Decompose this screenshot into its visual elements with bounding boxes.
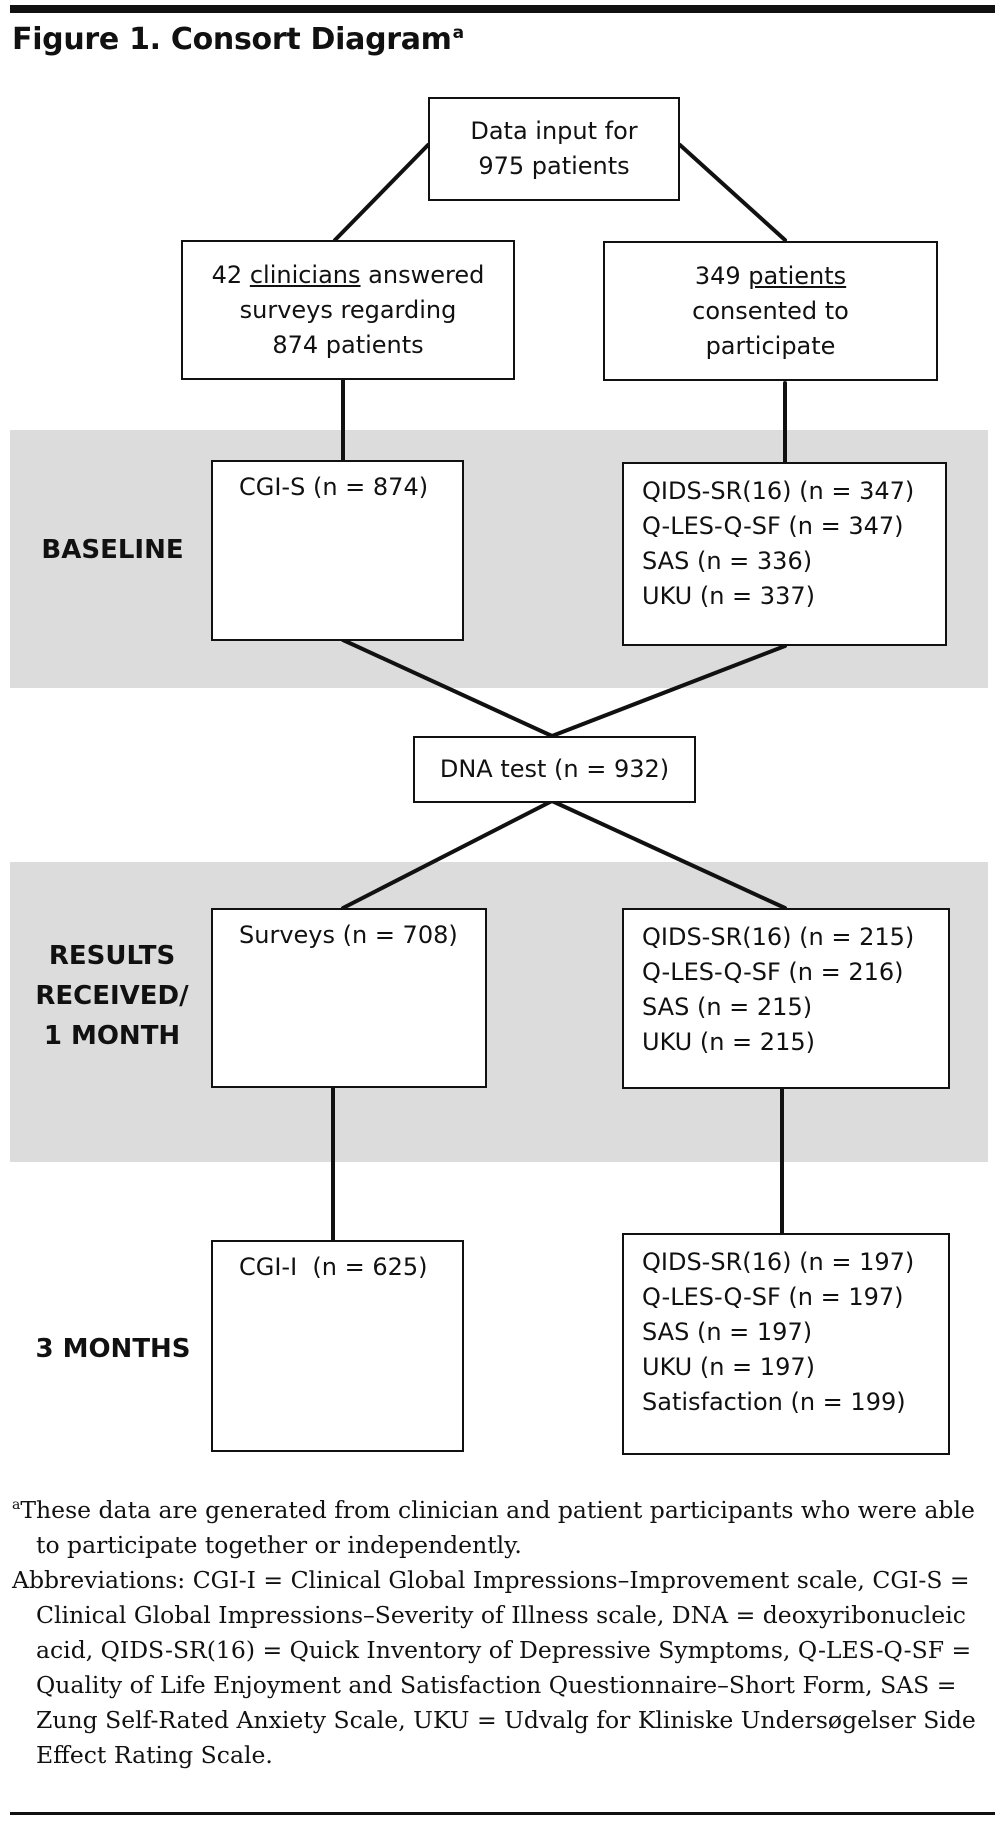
figure-title: Figure 1. Consort Diagrama [12, 22, 464, 57]
stage-label-3-months: 3 MONTHS [35, 1334, 191, 1364]
footnote-a-text: These data are generated from clinician … [20, 1495, 975, 1559]
surveys-box: Surveys (n = 708) [211, 908, 487, 1088]
baseline-patient-line-2: Q-LES-Q-SF (n = 347) [642, 512, 904, 540]
clinicians-line-2: surveys regarding [239, 295, 457, 324]
dna-test-box: DNA test (n = 932) [413, 736, 696, 803]
clinicians-answered: answered [360, 260, 485, 289]
link-dna-to-surveys [341, 799, 554, 910]
month3-patient-line-2: Q-LES-Q-SF (n = 197) [642, 1283, 904, 1311]
baseline-patient-line-3: SAS (n = 336) [642, 547, 813, 575]
data-input-box: Data input for 975 patients [428, 97, 680, 201]
cgi-s-box: CGI-S (n = 874) [211, 460, 464, 641]
data-input-line-1: Data input for [470, 117, 638, 145]
patients-box: 349 patients consented to participate [603, 241, 938, 381]
month1-patient-box: QIDS-SR(16) (n = 215) Q-LES-Q-SF (n = 21… [622, 908, 950, 1089]
footnotes: aThese data are generated from clinician… [12, 1488, 997, 1773]
data-input-line-2: 975 patients [478, 152, 630, 180]
patients-line-2: consented to [692, 296, 849, 325]
patients-word: patients [748, 261, 847, 290]
link-baseline-to-dna [550, 644, 787, 738]
link-dna-to-month1 [550, 799, 787, 910]
month1-patient-line-1: QIDS-SR(16) (n = 215) [642, 923, 915, 951]
bottom-rule [10, 1812, 995, 1815]
month3-patient-line-3: SAS (n = 197) [642, 1318, 813, 1346]
clinicians-box: 42 clinicians answered surveys regarding… [181, 240, 515, 380]
clinicians-line-1: 42 clinicians answered [212, 258, 485, 293]
month3-patient-line-5: Satisfaction (n = 199) [642, 1388, 906, 1416]
clinicians-word: clinicians [249, 260, 361, 289]
cgi-i-box: CGI-I (n = 625) [211, 1240, 464, 1452]
clinicians-line-3: 874 patients [272, 330, 424, 359]
link-input-to-clinicians [333, 143, 430, 242]
month1-patient-line-3: SAS (n = 215) [642, 993, 813, 1021]
top-rule [10, 5, 995, 13]
stage-label-results-line-2: RECEIVED/ [35, 981, 189, 1011]
clinicians-count: 42 [211, 260, 250, 289]
patients-line-3: participate [705, 331, 836, 360]
baseline-patient-box: QIDS-SR(16) (n = 347) Q-LES-Q-SF (n = 34… [622, 462, 947, 646]
stage-label-baseline: BASELINE [41, 535, 184, 565]
figure-title-footnote-marker: a [452, 23, 464, 43]
month3-patient-line-1: QIDS-SR(16) (n = 197) [642, 1248, 915, 1276]
cgi-i-text: CGI-I (n = 625) [239, 1253, 428, 1281]
figure-title-text: Figure 1. Consort Diagram [12, 22, 452, 57]
stage-label-results: RESULTS RECEIVED/ 1 MONTH [22, 936, 202, 1056]
stage-label-results-line-3: 1 MONTH [43, 1021, 181, 1051]
link-input-to-patients [678, 143, 787, 242]
footnote-a: aThese data are generated from clinician… [12, 1488, 997, 1563]
patients-count: 349 [694, 261, 749, 290]
baseline-patient-line-4: UKU (n = 337) [642, 582, 815, 610]
footnote-a-marker: a [12, 1497, 21, 1513]
month3-patient-box: QIDS-SR(16) (n = 197) Q-LES-Q-SF (n = 19… [622, 1233, 950, 1455]
footnote-abbreviations: Abbreviations: CGI-I = Clinical Global I… [12, 1565, 976, 1769]
stage-label-results-line-1: RESULTS [48, 941, 176, 971]
month1-patient-line-4: UKU (n = 215) [642, 1028, 815, 1056]
month1-patient-line-2: Q-LES-Q-SF (n = 216) [642, 958, 904, 986]
month3-patient-line-4: UKU (n = 197) [642, 1353, 815, 1381]
cgi-s-text: CGI-S (n = 874) [239, 473, 429, 501]
dna-test-text: DNA test (n = 932) [439, 755, 670, 783]
patients-line-1: 349 patients [695, 259, 846, 294]
baseline-patient-line-1: QIDS-SR(16) (n = 347) [642, 477, 915, 505]
surveys-text: Surveys (n = 708) [239, 921, 458, 949]
link-cgi-s-to-dna [341, 638, 554, 738]
